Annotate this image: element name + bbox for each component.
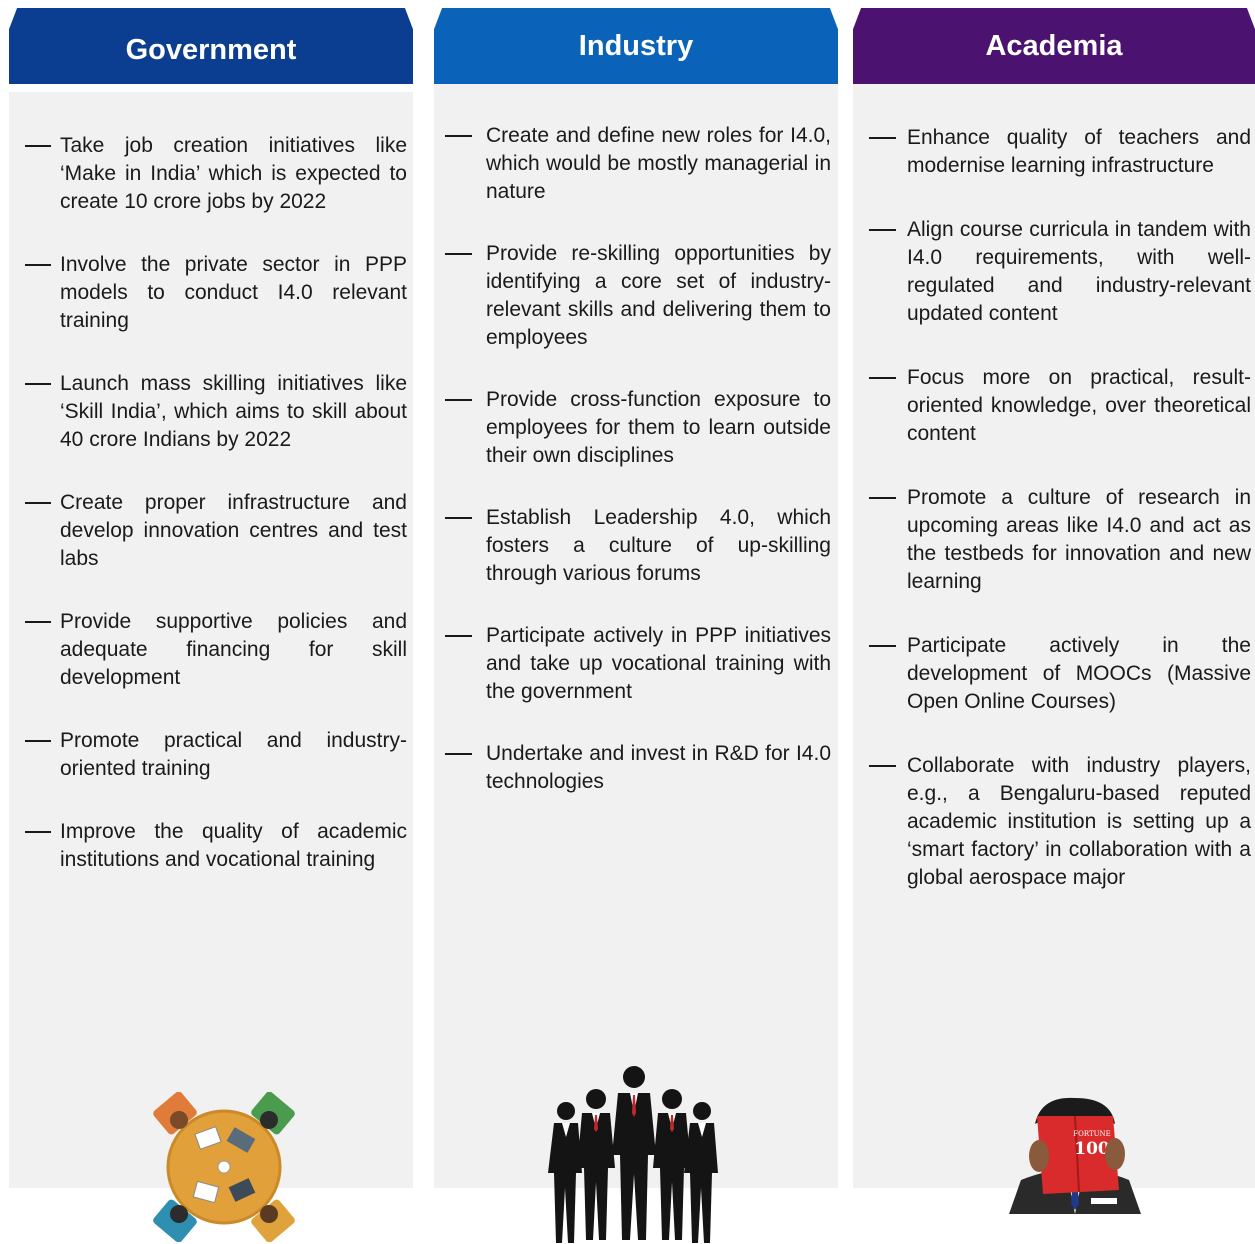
list-item: Focus more on practical, result-oriented… <box>853 364 1255 448</box>
industry-column: Create and define new roles for I4.0, wh… <box>434 8 838 1243</box>
government-title: Government <box>125 33 297 66</box>
meeting-table-icon <box>153 1092 295 1242</box>
government-panel: Take job creation initiatives like ‘Make… <box>9 92 413 1242</box>
list-item: Create and define new roles for I4.0, wh… <box>434 122 838 206</box>
dash-marker <box>25 740 51 742</box>
academia-column: Enhance quality of teachers and modernis… <box>853 8 1255 1214</box>
book-brand: FORTUNE <box>1073 1130 1111 1138</box>
list-item: Involve the private sector in PPP models… <box>9 251 413 335</box>
list-item: Participate actively in the development … <box>853 632 1255 716</box>
list-item: Collaborate with industry players, e.g.,… <box>853 752 1255 892</box>
dash-marker <box>869 377 896 379</box>
business-team-icon <box>548 1066 718 1243</box>
list-item: Take job creation initiatives like ‘Make… <box>9 132 413 216</box>
dash-marker <box>25 383 51 385</box>
dash-marker <box>445 135 472 137</box>
dash-marker <box>869 497 896 499</box>
government-list: Take job creation initiatives like ‘Make… <box>9 132 413 874</box>
government-header: Government <box>9 8 413 84</box>
industry-panel: Create and define new roles for I4.0, wh… <box>434 84 838 1243</box>
academia-panel: Enhance quality of teachers and modernis… <box>853 84 1255 1214</box>
dash-marker <box>445 399 472 401</box>
dash-marker <box>869 229 896 231</box>
list-item: Provide cross-function exposure to emplo… <box>434 386 838 470</box>
government-column: Take job creation initiatives like ‘Make… <box>9 8 413 1242</box>
list-item: Participate actively in PPP initiatives … <box>434 622 838 706</box>
book-label: 100 <box>1074 1139 1110 1159</box>
dash-marker <box>25 502 51 504</box>
list-item: Improve the quality of academic institut… <box>9 818 413 874</box>
list-item: Promote practical and industry-oriented … <box>9 727 413 783</box>
dash-marker <box>869 765 896 767</box>
list-item: Launch mass skilling initiatives like ‘S… <box>9 370 413 454</box>
dash-marker <box>445 753 472 755</box>
dash-marker <box>869 645 896 647</box>
list-item: Create proper infrastructure and develop… <box>9 489 413 573</box>
dash-marker <box>445 517 472 519</box>
list-item: Provide re-skilling opportunities by ide… <box>434 240 838 352</box>
academia-title: Academia <box>985 29 1123 62</box>
list-item: Provide supportive policies and adequate… <box>9 608 413 692</box>
list-item: Undertake and invest in R&D for I4.0 tec… <box>434 740 838 796</box>
dash-marker <box>25 145 51 147</box>
dash-marker <box>25 831 51 833</box>
list-item: Enhance quality of teachers and modernis… <box>853 124 1255 180</box>
dash-marker <box>445 635 472 637</box>
dash-marker <box>869 137 896 139</box>
dash-marker <box>25 264 51 266</box>
industry-title: Industry <box>578 29 694 62</box>
dash-marker <box>445 253 472 255</box>
academia-list: Enhance quality of teachers and modernis… <box>853 124 1255 892</box>
industry-header: Industry <box>434 8 838 84</box>
industry-list: Create and define new roles for I4.0, wh… <box>434 122 838 796</box>
reader-with-book-icon: FORTUNE 100 <box>1009 1097 1141 1214</box>
dash-marker <box>25 621 51 623</box>
list-item: Promote a culture of research in upcomin… <box>853 484 1255 596</box>
list-item: Establish Leadership 4.0, which fosters … <box>434 504 838 588</box>
academia-header: Academia <box>853 8 1255 84</box>
list-item: Align course curricula in tandem with I4… <box>853 216 1255 328</box>
